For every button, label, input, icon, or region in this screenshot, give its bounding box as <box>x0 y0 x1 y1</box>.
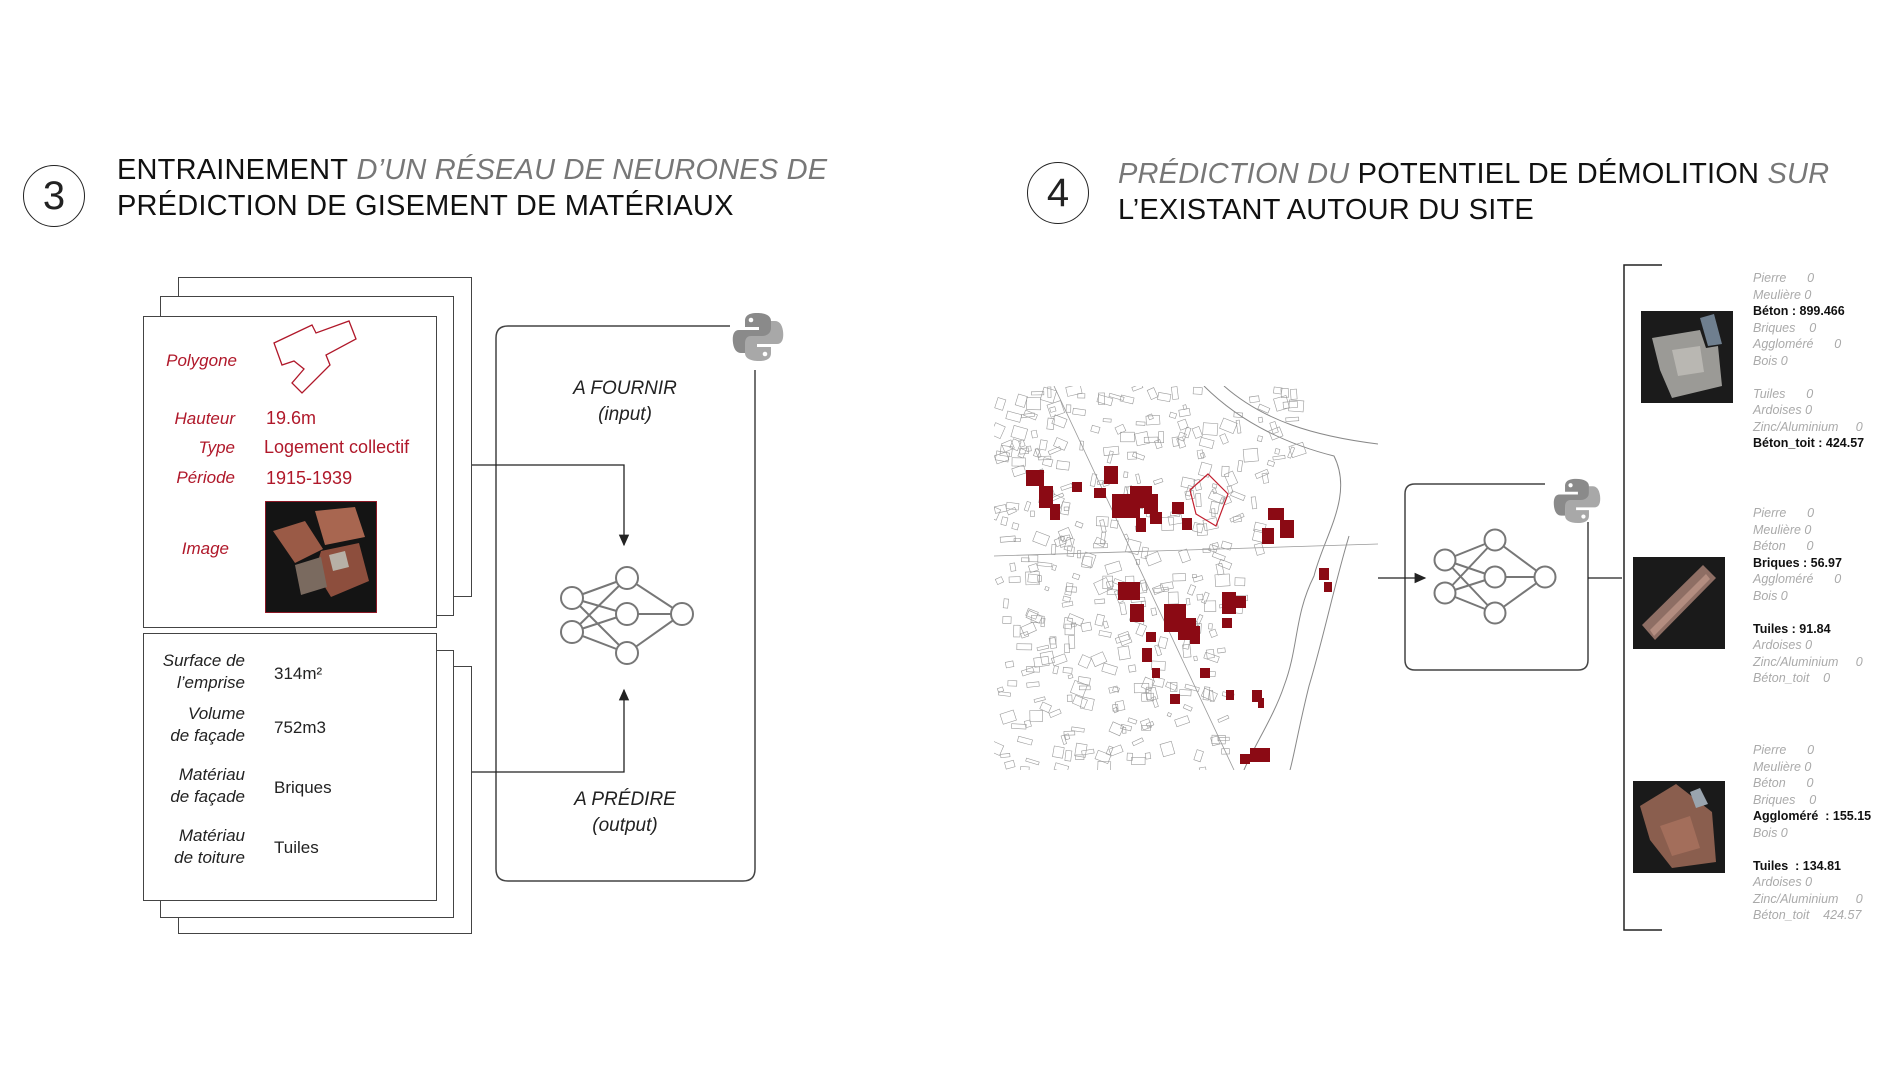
material-row: Béton_toit : 424.57 <box>1753 436 1865 450</box>
periode-label: Période <box>176 468 235 487</box>
material-row: Aggloméré 0 <box>1753 337 1842 351</box>
material-row: Meulière 0 <box>1753 287 1812 302</box>
python-logo-icon <box>1553 478 1601 523</box>
material-row <box>1753 369 1864 386</box>
result-thumbnail-2 <box>1633 557 1725 649</box>
polygon-label: Polygone <box>166 351 237 370</box>
result-thumbnail-3 <box>1633 781 1725 873</box>
material-row: Zinc/Aluminium 0 <box>1753 419 1863 434</box>
title-light: SUR <box>1759 158 1830 190</box>
material-row: Béton_toit 424.57 <box>1753 908 1862 922</box>
material-row: Zinc/Aluminium 0 <box>1753 654 1863 669</box>
type-value: Logement collectif <box>264 437 410 457</box>
title-line2: L’EXISTANT AUTOUR DU SITE <box>1118 194 1534 226</box>
input-caption: A FOURNIR(input) <box>573 378 677 425</box>
image-label: Image <box>181 539 229 558</box>
polygon-shape-icon <box>273 320 357 394</box>
building-aerial-image <box>265 501 377 613</box>
material-row: Bois 0 <box>1753 588 1788 603</box>
material-row: Pierre 0 <box>1753 271 1815 285</box>
python-logo-icon <box>732 313 784 361</box>
material-row: Ardoises 0 <box>1753 638 1813 652</box>
hauteur-value: 19.6m <box>266 408 317 428</box>
title-line2: PRÉDICTION DE GISEMENT DE MATÉRIAUX <box>117 190 734 222</box>
material-row: Bois 0 <box>1753 825 1788 840</box>
material-row: Tuiles : 91.84 <box>1753 621 1831 636</box>
material-row <box>1753 841 1871 858</box>
step3-title: ENTRAINEMENT D’UN RÉSEAU DE NEURONES DE … <box>117 152 827 224</box>
material-row: Béton_toit 0 <box>1753 671 1831 685</box>
step-number-4: 4 <box>1027 162 1089 224</box>
type-label: Type <box>198 438 235 457</box>
material-row: Béton : 899.466 <box>1753 304 1845 318</box>
title-bold: POTENTIEL DE DÉMOLITION <box>1357 158 1760 190</box>
material-row: Aggloméré 0 <box>1753 572 1842 586</box>
material-row: Zinc/Aluminium 0 <box>1753 891 1863 906</box>
material-row: Bois 0 <box>1753 353 1788 368</box>
material-row: Pierre 0 <box>1753 506 1815 520</box>
material-row: Aggloméré : 155.15 <box>1753 809 1872 823</box>
material-row: Briques 0 <box>1753 320 1817 335</box>
hauteur-label: Hauteur <box>174 409 235 428</box>
result-3-values: Pierre 0 Meulière 0 Béton 0 Briques 0 Agglom… <box>1753 742 1871 924</box>
material-row: Briques : 56.97 <box>1753 555 1842 570</box>
material-row: Briques 0 <box>1753 792 1817 807</box>
material-row: Béton 0 <box>1753 539 1814 553</box>
periode-value: 1915-1939 <box>266 468 353 488</box>
material-row: Tuiles 0 <box>1753 386 1814 401</box>
row-value: 314m² <box>274 664 323 683</box>
material-row: Béton 0 <box>1753 776 1814 790</box>
neural-network-icon <box>1433 528 1557 625</box>
row-value: Briques <box>274 778 332 797</box>
step-number-3: 3 <box>23 165 85 227</box>
material-row: Pierre 0 <box>1753 743 1815 757</box>
title-light: PRÉDICTION DU <box>1118 158 1358 190</box>
row-value: 752m3 <box>274 718 326 737</box>
title-light: D’UN RÉSEAU DE NEURONES DE <box>348 154 828 186</box>
row-value: Tuiles <box>274 838 319 857</box>
output-caption: A PRÉDIRE(output) <box>574 789 676 836</box>
material-row <box>1753 604 1863 621</box>
urban-map <box>994 386 1378 770</box>
material-row: Meulière 0 <box>1753 759 1812 774</box>
material-row: Ardoises 0 <box>1753 403 1813 417</box>
material-row: Meulière 0 <box>1753 522 1812 537</box>
title-bold: ENTRAINEMENT <box>117 154 349 186</box>
result-thumbnail-1 <box>1641 311 1733 403</box>
step4-title: PRÉDICTION DU POTENTIEL DE DÉMOLITION SU… <box>1118 156 1829 228</box>
input-card: Polygone Hauteur 19.6m Type Logement col… <box>143 316 437 628</box>
result-2-values: Pierre 0 Meulière 0 Béton 0 Briques : 56.97… <box>1753 505 1863 687</box>
material-row: Ardoises 0 <box>1753 875 1813 889</box>
material-row: Tuiles : 134.81 <box>1753 858 1842 873</box>
neural-network-icon <box>560 566 694 665</box>
